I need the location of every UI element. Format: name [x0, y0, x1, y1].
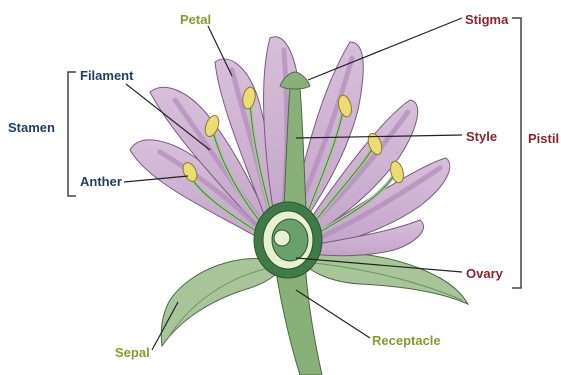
label-receptacle: Receptacle [372, 333, 441, 348]
label-style: Style [466, 129, 497, 144]
leader-stigma [308, 18, 462, 80]
label-stamen: Stamen [8, 120, 55, 135]
pistil-bracket [512, 18, 521, 288]
label-petal: Petal [180, 12, 211, 27]
label-stigma: Stigma [465, 12, 509, 27]
label-anther: Anther [80, 174, 122, 189]
label-filament: Filament [80, 68, 134, 83]
label-pistil: Pistil [528, 131, 559, 146]
ovule [274, 230, 290, 246]
label-sepal: Sepal [115, 345, 150, 360]
label-ovary: Ovary [466, 266, 504, 281]
sepal-left [161, 258, 284, 346]
stamen-bracket [68, 72, 76, 196]
